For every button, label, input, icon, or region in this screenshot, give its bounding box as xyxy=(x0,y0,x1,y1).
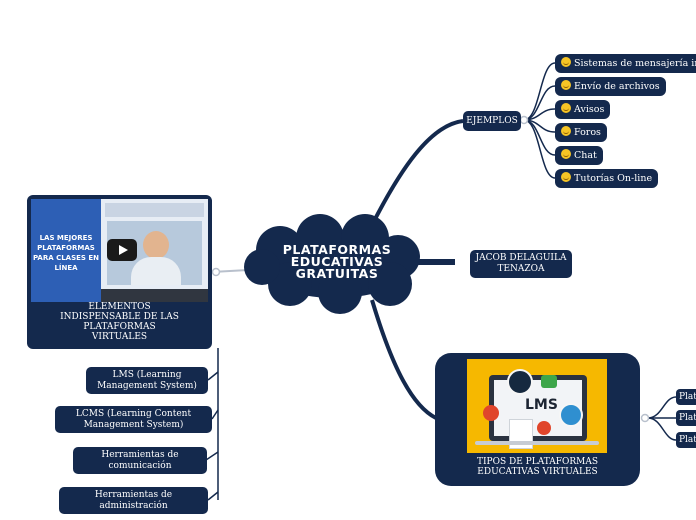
person-face xyxy=(143,231,169,259)
elemento-item-line1: LMS (Learning xyxy=(112,370,182,380)
elemento-item-line2: administración xyxy=(99,501,168,511)
ejemplo-item-label: Avisos xyxy=(574,104,605,115)
elementos-label-line4: VIRTUALES xyxy=(91,332,148,342)
smiley-icon xyxy=(561,103,571,113)
tipos-item-label: Plat xyxy=(679,435,696,445)
elemento-item-line1: Herramientas de xyxy=(101,450,179,460)
thumbnail-caption: LAS MEJORES PLATAFORMAS PARA CLASES EN L… xyxy=(31,199,101,302)
elemento-item-line2: comunicación xyxy=(108,461,172,471)
lms-illustration: LMS xyxy=(467,359,607,453)
tipos-item-label: Plat xyxy=(679,392,696,402)
tipos-item[interactable]: Plat xyxy=(676,410,696,426)
video-thumbnail[interactable]: LAS MEJORES PLATAFORMAS PARA CLASES EN L… xyxy=(31,199,208,302)
smiley-icon xyxy=(561,149,571,159)
lms-text: LMS xyxy=(525,397,558,413)
elemento-item-line2: Management System) xyxy=(83,420,184,430)
ejemplo-item-label: Chat xyxy=(574,150,597,161)
central-topic[interactable]: PLATAFORMAS EDUCATIVAS GRATUITAS xyxy=(262,242,412,281)
elementos-label-line1: ELEMENTOS xyxy=(88,302,151,312)
ejemplo-item[interactable]: Sistemas de mensajería inst xyxy=(555,54,696,73)
central-title-line2: EDUCATIVAS xyxy=(290,254,384,269)
author-node[interactable]: JACOB DELAGUILA TENAZOA xyxy=(470,250,572,278)
chat-bubble-icon xyxy=(541,375,557,388)
tipos-label-line1: TIPOS DE PLATAFORMAS xyxy=(477,457,598,467)
play-circle-icon xyxy=(483,405,499,421)
ejemplo-item[interactable]: Envío de archivos xyxy=(555,77,666,96)
central-title-line1: PLATAFORMAS xyxy=(282,242,392,257)
video-toolbar xyxy=(101,289,208,302)
ejemplo-item-label: Foros xyxy=(574,127,601,138)
elemento-item-lcms[interactable]: LCMS (Learning Content Management System… xyxy=(55,406,212,433)
laughing-icon xyxy=(561,126,571,136)
central-title-line3: GRATUITAS xyxy=(295,266,379,281)
elemento-item-line1: Herramientas de xyxy=(94,490,173,500)
smiley-icon xyxy=(561,80,571,90)
elemento-item-line1: LCMS (Learning Content xyxy=(75,409,192,419)
elemento-item-line2: Management System) xyxy=(97,381,197,391)
elemento-item-administracion[interactable]: Herramientas de administración xyxy=(59,487,208,514)
author-line2: TENAZOA xyxy=(497,264,545,274)
participants-strip xyxy=(105,203,204,217)
play-icon xyxy=(119,245,128,255)
ejemplo-item[interactable]: Avisos xyxy=(555,100,611,119)
elementos-label-line2: INDISPENSABLE DE LAS xyxy=(60,312,179,322)
user-avatar-icon xyxy=(507,369,533,395)
ejemplo-item[interactable]: Chat xyxy=(555,146,603,165)
author-line1: JACOB DELAGUILA xyxy=(475,253,567,263)
ejemplo-item-label: Tutorías On-line xyxy=(574,173,653,184)
elemento-item-lms[interactable]: LMS (Learning Management System) xyxy=(86,367,208,394)
pie-chart-icon xyxy=(537,421,551,435)
smiley-icon xyxy=(561,172,571,182)
elementos-label-line3: PLATAFORMAS xyxy=(83,322,156,332)
ejemplo-item-label: Sistemas de mensajería inst xyxy=(574,58,696,69)
person-shirt xyxy=(131,257,181,285)
elementos-node[interactable]: LAS MEJORES PLATAFORMAS PARA CLASES EN L… xyxy=(27,195,212,349)
central-cloud-shape xyxy=(244,214,420,314)
play-button[interactable] xyxy=(107,239,137,261)
ejemplo-item[interactable]: Foros xyxy=(555,123,607,142)
tipos-item-label: Plat xyxy=(679,413,696,423)
ejemplo-item-label: Envío de archivos xyxy=(574,81,660,92)
laptop-base xyxy=(475,441,599,445)
tipos-label-line2: EDUCATIVAS VIRTUALES xyxy=(477,467,598,477)
elemento-item-comunicacion[interactable]: Herramientas de comunicación xyxy=(73,447,207,474)
tipos-item[interactable]: Plat xyxy=(676,389,696,405)
ejemplo-item[interactable]: Tutorías On-line xyxy=(555,169,659,188)
ejemplos-node[interactable]: EJEMPLOS xyxy=(463,111,521,131)
smiley-icon xyxy=(561,57,571,67)
user-avatar-icon xyxy=(559,403,583,427)
tipos-node[interactable]: LMS TIPOS DE PLATAFORMAS EDUCATIVAS VIRT… xyxy=(435,353,640,486)
tipos-item[interactable]: Plat xyxy=(676,432,696,448)
tipos-label: TIPOS DE PLATAFORMAS EDUCATIVAS VIRTUALE… xyxy=(435,457,640,477)
ejemplos-label: EJEMPLOS xyxy=(466,116,518,126)
elementos-label: ELEMENTOS INDISPENSABLE DE LAS PLATAFORM… xyxy=(27,302,212,342)
